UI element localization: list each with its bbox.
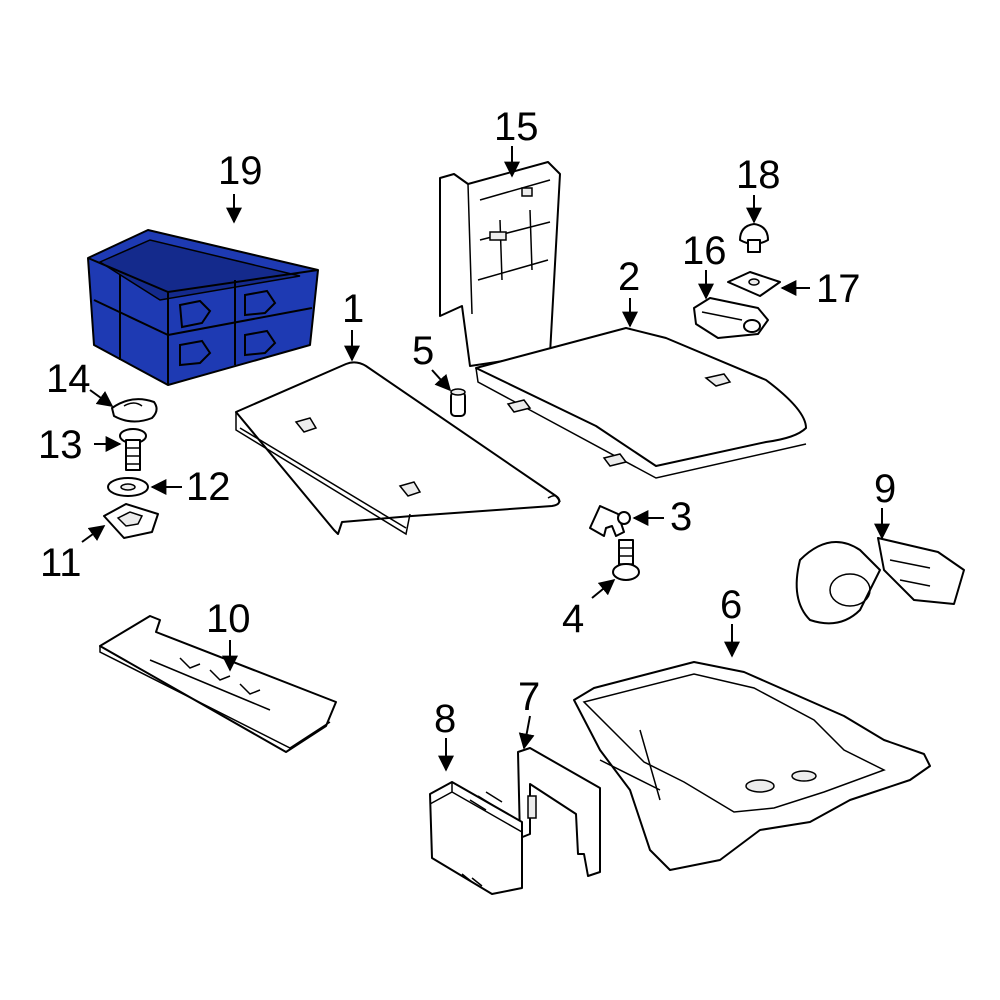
part-6-spare-wheel-well[interactable] [573, 661, 931, 871]
part-4-bolt[interactable] [612, 539, 640, 581]
leader-11 [81, 525, 106, 543]
part-17-plate[interactable] [727, 271, 781, 297]
callout-14: 14 [46, 357, 91, 401]
part-12-washer[interactable] [107, 477, 149, 497]
part-1-load-floor[interactable] [235, 361, 561, 536]
callout-4: 4 [562, 597, 584, 641]
leader-4 [591, 578, 616, 599]
part-13-screw[interactable] [119, 428, 147, 471]
callout-12: 12 [186, 465, 231, 509]
part-15-side-trim[interactable] [439, 161, 561, 367]
callout-3: 3 [670, 495, 692, 539]
callout-10: 10 [206, 597, 251, 641]
callout-18: 18 [736, 153, 781, 197]
part-9-holder[interactable] [795, 537, 965, 625]
callout-labels: 19 15 18 16 17 2 1 5 14 13 12 11 3 4 9 1… [38, 105, 896, 741]
part-8-module[interactable] [429, 781, 523, 895]
part-14-cap[interactable] [111, 398, 158, 423]
callout-17: 17 [816, 267, 861, 311]
callout-19: 19 [218, 149, 263, 193]
part-7-bracket-plate[interactable] [517, 747, 601, 877]
leader-14 [89, 389, 114, 407]
part-18-bolt[interactable] [739, 223, 769, 253]
leader-lines [81, 146, 890, 772]
callout-2: 2 [618, 255, 640, 299]
callout-15: 15 [494, 105, 539, 149]
part-16-bracket[interactable] [693, 297, 769, 339]
callout-13: 13 [38, 423, 83, 467]
callout-6: 6 [720, 583, 742, 627]
callout-5: 5 [412, 329, 434, 373]
leader-7 [518, 715, 535, 750]
callout-7: 7 [518, 675, 540, 719]
part-5-pin[interactable] [450, 388, 466, 417]
part-11-clip[interactable] [103, 503, 159, 539]
part-19-storage-crate[interactable] [87, 229, 319, 386]
callout-16: 16 [682, 229, 727, 273]
callout-9: 9 [874, 467, 896, 511]
part-10-rail[interactable] [99, 615, 337, 753]
part-3-hinge[interactable] [589, 505, 631, 537]
callout-1: 1 [342, 287, 364, 331]
leader-5 [431, 369, 452, 392]
callout-11: 11 [40, 541, 82, 585]
part-2-floor-board[interactable] [475, 327, 807, 479]
callout-8: 8 [434, 697, 456, 741]
